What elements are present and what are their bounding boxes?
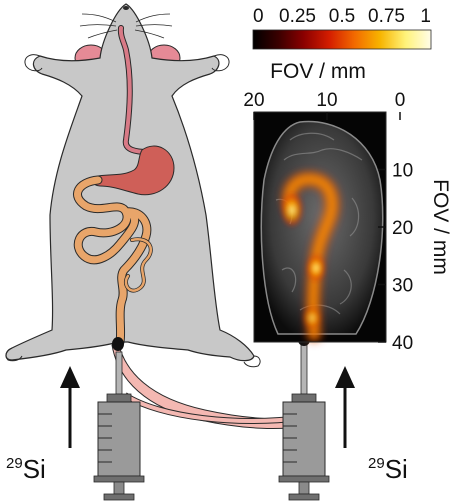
mouse-paw-front-left bbox=[24, 54, 43, 72]
mri-y-tickmarks bbox=[378, 168, 386, 343]
mri-y-tick-label: 30 bbox=[392, 276, 413, 297]
mri-x-axis-title: FOV / mm bbox=[270, 60, 366, 83]
mouse-stomach bbox=[92, 145, 175, 196]
colorbar: 0 0.25 0.5 0.75 1 bbox=[252, 6, 432, 50]
injection-arrow-right bbox=[335, 366, 355, 448]
syringe-left bbox=[93, 351, 145, 501]
colorbar-gradient bbox=[252, 29, 432, 50]
colorbar-tick-label: 0.5 bbox=[329, 6, 355, 27]
mri-x-tick-label: 0 bbox=[395, 90, 406, 111]
syringe-right bbox=[278, 341, 330, 501]
mri-signal-overlay bbox=[281, 171, 340, 342]
mri-panel: 20 10 0 10 20 30 40 FOV / mm FOV / mm bbox=[243, 60, 452, 354]
colorbar-ticks: 0 0.25 0.5 0.75 1 bbox=[253, 6, 431, 27]
mri-y-tick-label: 10 bbox=[392, 161, 413, 182]
colorbar-tick-label: 0.25 bbox=[279, 6, 316, 27]
mri-x-tick-label: 20 bbox=[243, 90, 264, 111]
mri-y-ticklabels: 10 20 30 40 bbox=[392, 161, 413, 355]
mouse-paw-hind-right bbox=[243, 355, 261, 368]
mri-x-tickmarks bbox=[253, 112, 401, 120]
mri-x-tick-label: 10 bbox=[316, 90, 337, 111]
injection-arrow-left bbox=[60, 366, 80, 448]
mri-y-tick-label: 20 bbox=[392, 218, 413, 239]
mri-y-axis-title: FOV / mm bbox=[429, 179, 452, 275]
isotope-label-left: 29Si bbox=[6, 454, 46, 484]
colorbar-tick-label: 0.75 bbox=[368, 6, 405, 27]
mouse-nose bbox=[123, 6, 129, 10]
mouse-whiskers bbox=[79, 13, 173, 39]
mouse-paw-hind-left bbox=[5, 347, 23, 362]
isotope-label-right: 29Si bbox=[368, 454, 408, 484]
mouse-paw-front-right bbox=[211, 54, 230, 72]
mouse-illustration bbox=[5, 3, 306, 429]
colorbar-tick-label: 0 bbox=[253, 6, 264, 27]
mri-y-tick-label: 40 bbox=[392, 333, 413, 354]
colorbar-tick-label: 1 bbox=[420, 6, 431, 27]
mri-x-ticklabels: 20 10 0 bbox=[243, 90, 405, 111]
mouse-intestine bbox=[73, 175, 153, 347]
mouse-rectum-marker bbox=[112, 337, 124, 351]
